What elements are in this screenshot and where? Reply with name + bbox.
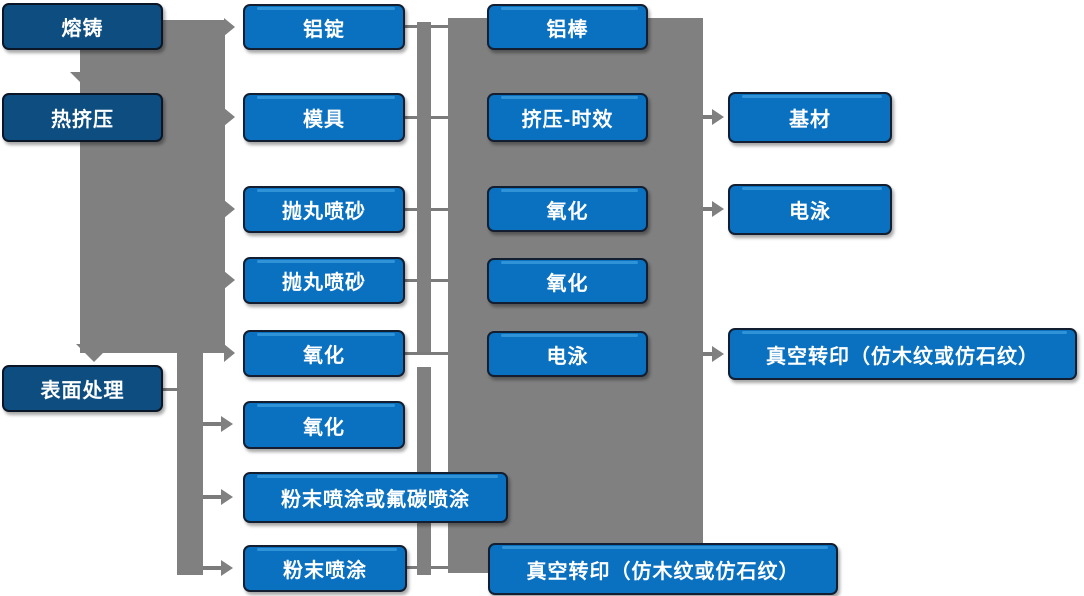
node-label: 铝锭 — [303, 18, 345, 41]
node-label: 表面处理 — [40, 380, 125, 402]
node-powder-or-fluorocarbon-coating: 粉末喷涂或氟碳喷涂 — [243, 472, 508, 523]
connector-line — [203, 566, 223, 570]
arrow-right-icon — [221, 489, 233, 505]
connector-line — [203, 495, 223, 499]
node-label: 氧化 — [546, 272, 589, 295]
arrow-right-icon — [221, 560, 233, 576]
node-label: 模具 — [303, 109, 345, 131]
node-label: 氧化 — [303, 416, 345, 439]
node-powder-coating: 粉末喷涂 — [243, 545, 407, 592]
arrow-right-icon — [224, 18, 235, 36]
arrow-down-icon — [70, 72, 106, 90]
connector-line — [403, 352, 450, 355]
node-shot-blasting-2: 抛丸喷砂 — [243, 257, 405, 304]
arrow-right-icon — [224, 271, 235, 289]
node-oxidation-4: 氧化 — [487, 258, 648, 304]
arrow-down-icon — [76, 344, 112, 362]
node-label: 真空转印（仿木纹或仿石纹） — [766, 345, 1039, 368]
arrow-right-icon — [712, 109, 724, 125]
arrow-right-icon — [224, 200, 235, 218]
node-label: 粉末喷涂或氟碳喷涂 — [281, 489, 470, 511]
arrow-right-icon — [221, 416, 233, 432]
node-label: 挤压-时效 — [521, 109, 614, 131]
connector-trunk-left — [80, 20, 225, 353]
node-label: 氧化 — [546, 200, 589, 223]
connector-line — [203, 422, 223, 426]
node-base-material: 基材 — [728, 92, 892, 143]
node-oxidation-3: 氧化 — [487, 186, 648, 232]
node-label: 电泳 — [789, 201, 831, 223]
connector-trunk-surface — [177, 352, 203, 575]
node-label: 熔铸 — [61, 18, 104, 40]
node-hot-extrusion: 热挤压 — [2, 93, 163, 142]
node-oxidation-1: 氧化 — [243, 330, 405, 377]
node-label: 粉末喷涂 — [283, 560, 367, 582]
node-label: 抛丸喷砂 — [282, 201, 366, 223]
node-label: 铝棒 — [546, 18, 589, 41]
connector-line — [163, 388, 179, 391]
node-shot-blasting-1: 抛丸喷砂 — [243, 186, 405, 233]
node-label: 氧化 — [303, 345, 345, 367]
node-electrophoresis-1: 电泳 — [487, 331, 648, 377]
node-label: 热挤压 — [51, 109, 114, 131]
connector-collector-lower — [417, 367, 431, 575]
arrow-right-icon — [224, 344, 235, 362]
node-extrusion-aging: 挤压-时效 — [487, 93, 648, 142]
node-label: 真空转印（仿木纹或仿石纹） — [526, 560, 800, 583]
arrow-right-icon — [712, 201, 724, 217]
node-vacuum-transfer-print-2: 真空转印（仿木纹或仿石纹） — [728, 328, 1077, 380]
connector-line — [703, 352, 715, 356]
node-surface-treatment: 表面处理 — [2, 365, 163, 412]
connector-collector-upper — [417, 22, 431, 352]
node-mold: 模具 — [243, 93, 405, 142]
node-label: 抛丸喷砂 — [282, 272, 366, 294]
node-oxidation-2: 氧化 — [243, 401, 405, 449]
node-electrophoresis-2: 电泳 — [728, 184, 892, 235]
node-label: 基材 — [789, 109, 831, 131]
node-label: 电泳 — [546, 345, 589, 368]
connector-line — [703, 115, 715, 119]
arrow-right-icon — [712, 346, 724, 362]
node-melting-casting: 熔铸 — [2, 3, 163, 50]
connector-line — [703, 207, 715, 211]
node-vacuum-transfer-print-1: 真空转印（仿木纹或仿石纹） — [488, 543, 838, 595]
node-aluminum-ingot: 铝锭 — [243, 4, 405, 50]
arrow-right-icon — [224, 108, 235, 126]
node-aluminum-rod: 铝棒 — [487, 4, 648, 50]
